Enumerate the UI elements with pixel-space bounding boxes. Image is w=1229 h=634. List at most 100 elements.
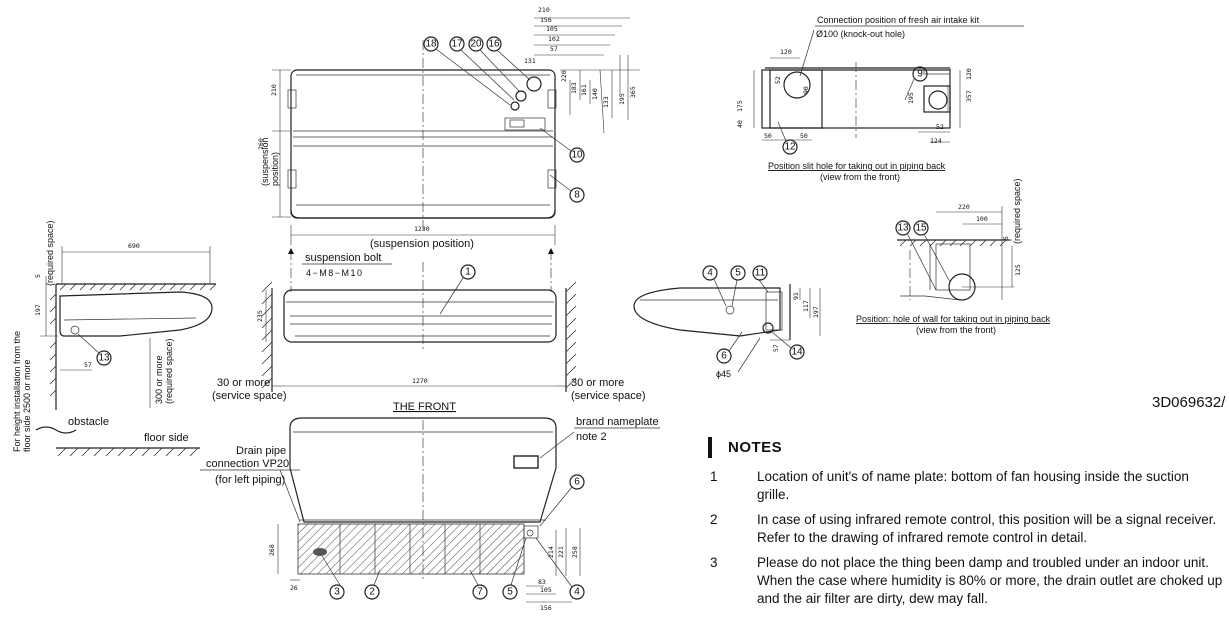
callout-6-side: 6 [721,351,727,362]
dim-rs-117: 117 [802,300,810,312]
left-side-view: 690 5 197 57 (required space) 300 or mor… [12,220,217,457]
dim-right-140: 140 [591,88,599,100]
req-300-1: 300 or more [154,355,164,404]
drain-label-3: (for left piping) [215,474,285,486]
dim-26: 26 [290,584,298,592]
dim-57: 57 [84,361,92,369]
dim-197: 197 [34,304,42,316]
callout-4-side: 4 [707,268,713,279]
dim-right-365: 365 [629,86,637,98]
slit-caption: Position slit hole for taking out in pip… [768,161,946,171]
dim-258: 258 [571,546,579,558]
slit-hole-view: Connection position of fresh air intake … [736,15,1024,182]
dim-214: 214 [547,546,555,558]
dim-left-260: 260 [257,138,265,150]
dim-690: 690 [128,242,140,250]
dim-tr-124: 124 [930,137,942,145]
req-space-top: (required space) [45,220,55,286]
dim-top-156: 156 [540,16,552,24]
dim-tr-90: 90 [802,86,810,94]
dim-1230: 1230 [414,225,430,233]
callout-14: 14 [791,347,803,358]
note-number: 2 [710,512,718,527]
callout-3: 3 [334,587,340,598]
right-side-view: 91 117 197 57 4 5 11 6 14 ϕ45 [633,265,821,379]
svg-text:20: 20 [470,39,482,50]
callout-1: 1 [465,267,471,278]
dim-top-105: 105 [546,25,558,33]
front-view: 235 1270 suspension bolt 4−M8−M10 1 30 o… [212,248,646,413]
dim-tr-50b: 50 [800,132,808,140]
the-front-label: THE FRONT [393,401,456,413]
wall-caption-sub: (view from the front) [916,325,996,335]
dim-top-57: 57 [550,45,558,53]
dim-tr-40: 40 [736,120,744,128]
dim-right-220: 220 [560,70,568,82]
service-left-2: (service space) [212,390,287,402]
knockout-label: Ø100 (knock-out hole) [816,29,905,39]
dim-right-183: 183 [570,82,578,94]
suspension-position-label-1: (suspension [260,137,270,186]
obstacle-label: obstacle [68,416,109,428]
svg-text:16: 16 [488,39,500,50]
notes-header: NOTES [708,437,1224,458]
callout-6-bottom: 6 [574,477,580,488]
callout-5-bottom: 5 [507,587,513,598]
svg-text:18: 18 [425,39,437,50]
wall-caption: Position: hole of wall for taking out in… [856,314,1051,324]
callout-7: 7 [477,587,483,598]
notes-title: NOTES [728,439,783,456]
note2-label: note 2 [576,431,607,443]
dim-5: 5 [34,274,42,278]
dim-tr-357: 357 [965,90,973,102]
callout-4-bottom: 4 [574,587,580,598]
dim-rs-197: 197 [812,306,820,318]
dim-wr-220: 220 [958,203,970,211]
svg-text:8: 8 [574,190,580,201]
wall-hole-view: 13 15 220 100 125 5 (required space) Pos… [856,178,1051,335]
dim-221: 221 [557,546,565,558]
callout-11: 11 [755,268,766,279]
drain-label-1: Drain pipe [236,445,286,457]
floor-side-label: floor side [144,432,189,444]
dim-right-195: 195 [618,93,626,105]
callout-15: 15 [915,223,927,234]
note-text: Location of unit's of name plate: bottom… [757,469,1189,502]
notes-section: NOTES 1 Location of unit's of name plate… [708,437,1224,615]
dim-wr-100: 100 [976,215,988,223]
fresh-air-label: Connection position of fresh air intake … [817,15,980,25]
note-text: In case of using infrared remote control… [757,512,1217,545]
callouts-top: 18 17 20 16 10 8 [423,36,585,203]
notes-bar [708,437,712,458]
dim-tr-175: 175 [736,100,744,112]
note-item: 1 Location of unit's of name plate: bott… [708,468,1224,504]
service-right-1: 30 or more [571,377,624,389]
dim-tr-50a: 50 [764,132,772,140]
callout-5-side: 5 [735,268,741,279]
height-install-2: floor side 2500 or more [22,359,32,452]
dim-156: 156 [540,604,552,612]
dim-235: 235 [256,310,264,322]
dim-top-210: 210 [538,6,550,14]
dim-tr-120: 120 [780,48,792,56]
note-number: 1 [710,469,718,484]
callout-2: 2 [369,587,375,598]
brand-nameplate-label: brand nameplate [576,416,659,428]
dim-105: 105 [540,586,552,594]
dim-1270: 1270 [412,377,428,385]
service-right-2: (service space) [571,390,646,402]
dim-wr-5: 5 [1002,236,1010,240]
req-300-2: (required space) [164,338,174,404]
dim-wr-125: 125 [1014,264,1022,276]
bolt-spec: 4−M8−M10 [306,268,364,278]
dim-268: 268 [268,544,276,556]
note-number: 3 [710,555,718,570]
dim-left-210: 210 [270,84,278,96]
top-view: 210 156 105 102 57 131 365 220 183 161 1… [257,6,640,250]
dim-top-131: 131 [524,57,536,65]
callout-12: 12 [784,142,796,153]
dim-rs-91: 91 [792,292,800,300]
height-install-1: For height installation from the [12,331,22,452]
dim-tr-195: 195 [907,92,915,104]
